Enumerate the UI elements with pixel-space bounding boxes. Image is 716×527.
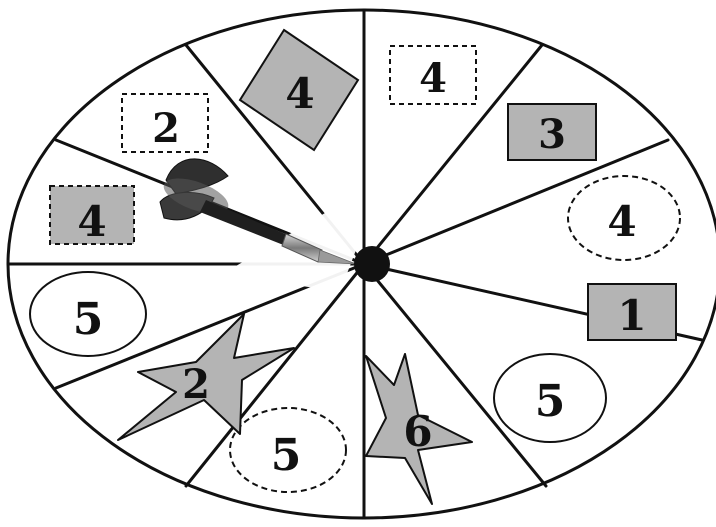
sector-4: 1 — [588, 284, 676, 340]
sector-number: 2 — [182, 361, 210, 408]
sector-number: 5 — [271, 430, 302, 481]
sector-number: 4 — [285, 69, 314, 118]
sector-2: 3 — [508, 104, 596, 160]
sector-number: 5 — [535, 376, 566, 427]
sector-number: 5 — [73, 294, 104, 345]
sector-number: 4 — [419, 55, 447, 102]
sector-number: 3 — [538, 111, 566, 158]
sector-10: 4 — [50, 186, 134, 246]
sector-number: 1 — [617, 291, 646, 340]
bullseye — [354, 246, 390, 282]
sector-number: 6 — [403, 407, 432, 456]
sector-number: 4 — [77, 197, 106, 246]
sector-number: 2 — [152, 105, 180, 152]
sector-number: 4 — [607, 197, 636, 246]
